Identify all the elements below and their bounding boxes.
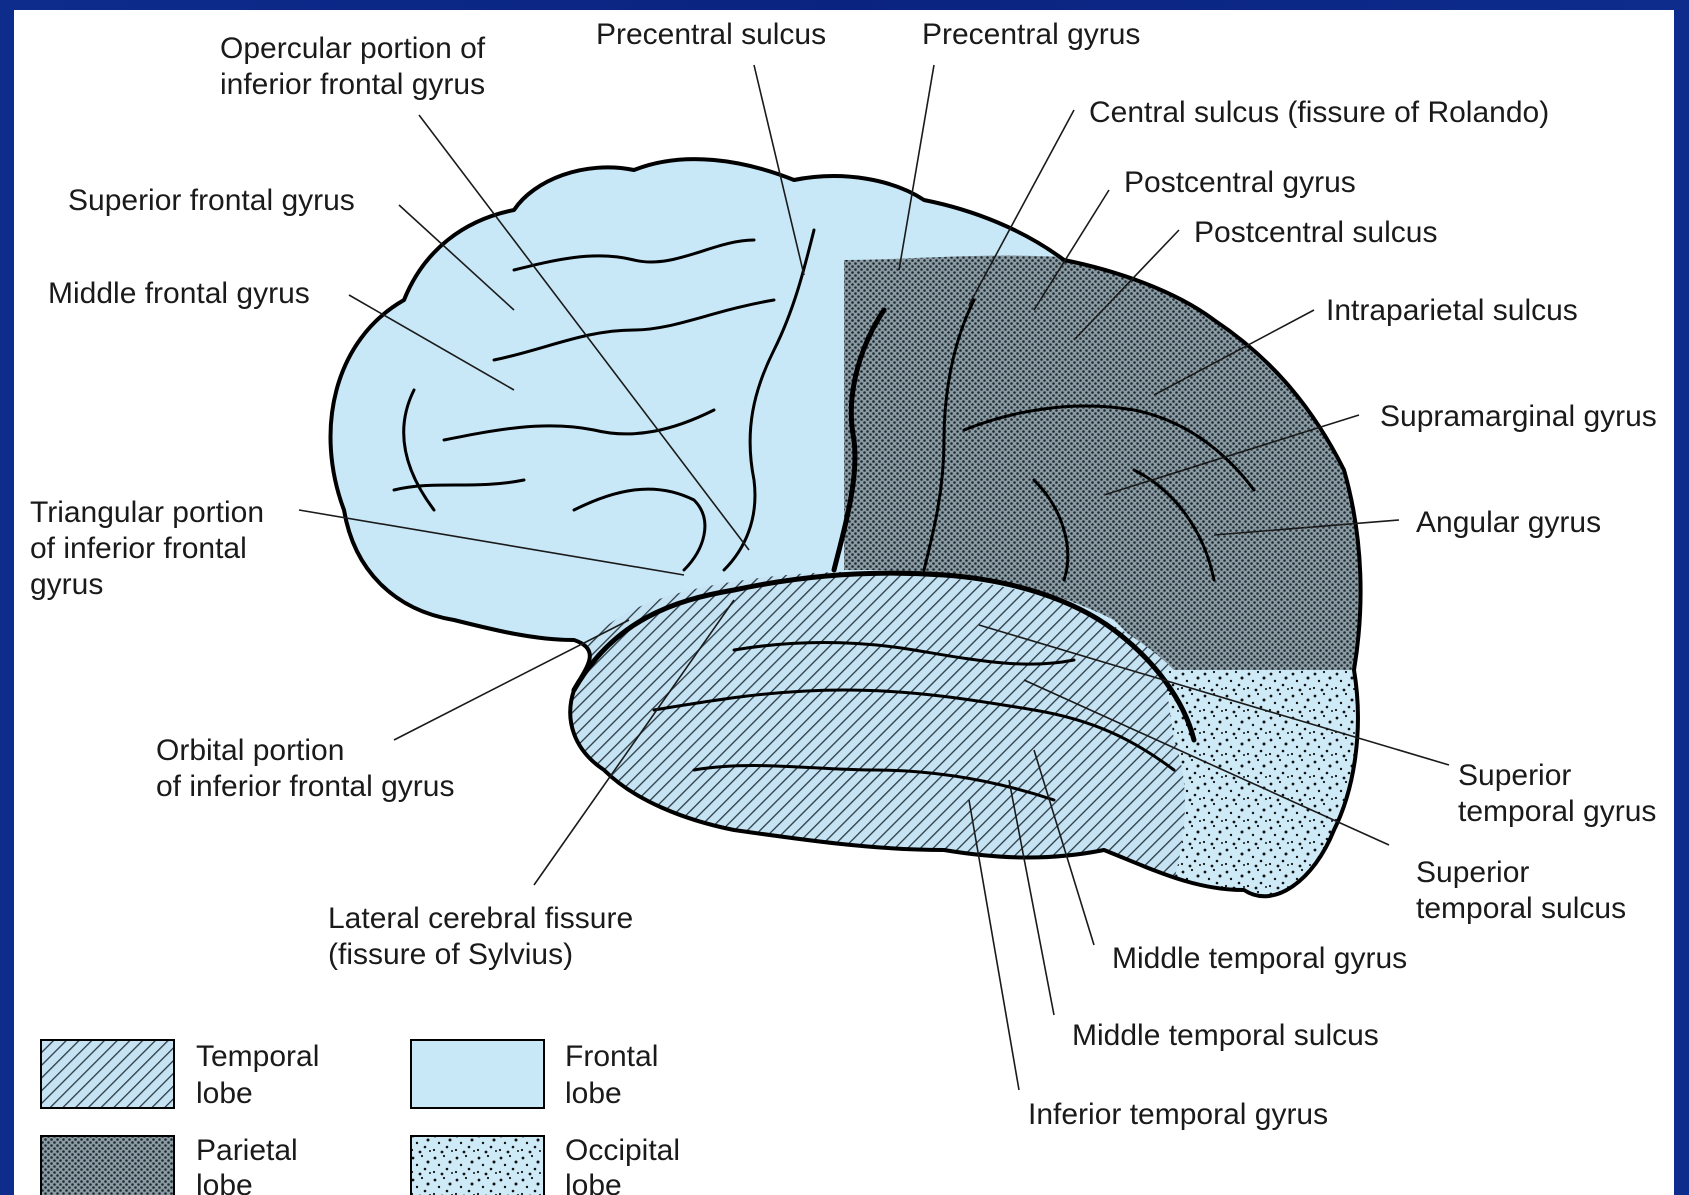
label-middle-temporal-sulcus: Middle temporal sulcus — [1072, 1019, 1379, 1052]
legend-label-parietal: Parietal lobe — [196, 1134, 306, 1195]
label-triangular-portion: Triangular portion of inferior frontal g… — [30, 496, 272, 601]
label-middle-temporal-gyrus: Middle temporal gyrus — [1112, 942, 1407, 975]
brain-diagram: Opercular portion of inferior frontal gy… — [14, 10, 1674, 1195]
legend-label-frontal: Frontal lobe — [565, 1040, 667, 1110]
label-opercular-portion: Opercular portion of inferior frontal gy… — [220, 32, 493, 101]
legend-item-temporal: Temporal lobe — [41, 1040, 328, 1110]
label-precentral-sulcus: Precentral sulcus — [596, 18, 826, 51]
label-postcentral-gyrus: Postcentral gyrus — [1124, 166, 1356, 199]
label-middle-frontal-gyrus: Middle frontal gyrus — [48, 277, 310, 310]
label-orbital-portion: Orbital portion of inferior frontal gyru… — [156, 734, 454, 803]
legend-item-occipital: Occipital lobe — [411, 1134, 688, 1195]
label-lateral-cerebral-fissure: Lateral cerebral fissure (fissure of Syl… — [328, 902, 642, 971]
legend-item-parietal: Parietal lobe — [41, 1134, 306, 1195]
legend-swatch-temporal — [41, 1040, 174, 1108]
label-superior-frontal-gyrus: Superior frontal gyrus — [68, 184, 355, 217]
legend-swatch-frontal — [411, 1040, 544, 1108]
label-angular-gyrus: Angular gyrus — [1416, 506, 1601, 539]
legend: Temporal lobe Frontal lobe Parietal lobe… — [41, 1040, 688, 1195]
legend-swatch-occipital — [411, 1136, 544, 1195]
label-central-sulcus: Central sulcus (fissure of Rolando) — [1089, 96, 1549, 129]
diagram-frame: Opercular portion of inferior frontal gy… — [14, 10, 1674, 1195]
legend-item-frontal: Frontal lobe — [411, 1040, 667, 1110]
label-precentral-gyrus: Precentral gyrus — [922, 18, 1140, 51]
label-postcentral-sulcus: Postcentral sulcus — [1194, 216, 1437, 249]
label-superior-temporal-sulcus: Superior temporal sulcus — [1416, 856, 1626, 925]
label-intraparietal-sulcus: Intraparietal sulcus — [1326, 294, 1578, 327]
label-supramarginal-gyrus: Supramarginal gyrus — [1380, 400, 1657, 433]
legend-swatch-parietal — [41, 1136, 174, 1195]
legend-label-occipital: Occipital lobe — [565, 1134, 688, 1195]
occipital-lobe-region — [1164, 670, 1414, 910]
label-inferior-temporal-gyrus: Inferior temporal gyrus — [1028, 1098, 1328, 1131]
legend-label-temporal: Temporal lobe — [196, 1040, 328, 1110]
label-superior-temporal-gyrus: Superior temporal gyrus — [1458, 759, 1656, 828]
